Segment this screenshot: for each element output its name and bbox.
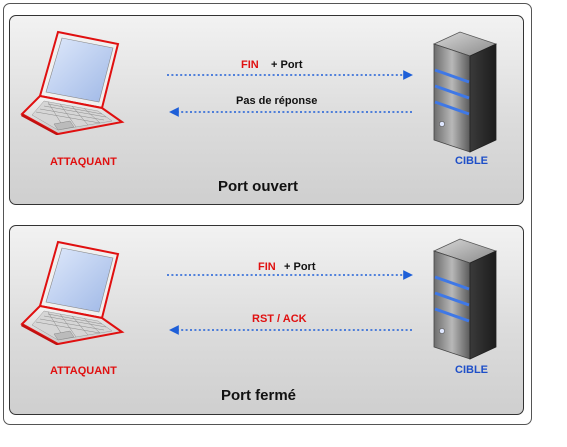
response-text: Pas de réponse [236,95,318,107]
target-label: CIBLE [455,155,488,167]
request-text: + Port [284,261,316,273]
request-flag: FIN [241,59,259,71]
panel-title: Port ouvert [218,178,299,195]
attacker-label: ATTAQUANT [50,365,117,377]
attacker-label: ATTAQUANT [50,156,117,168]
response-text: RST / ACK [252,313,307,325]
panel-title: Port fermé [221,387,297,404]
request-text: + Port [271,59,303,71]
target-label: CIBLE [455,364,488,376]
request-flag: FIN [258,261,276,273]
